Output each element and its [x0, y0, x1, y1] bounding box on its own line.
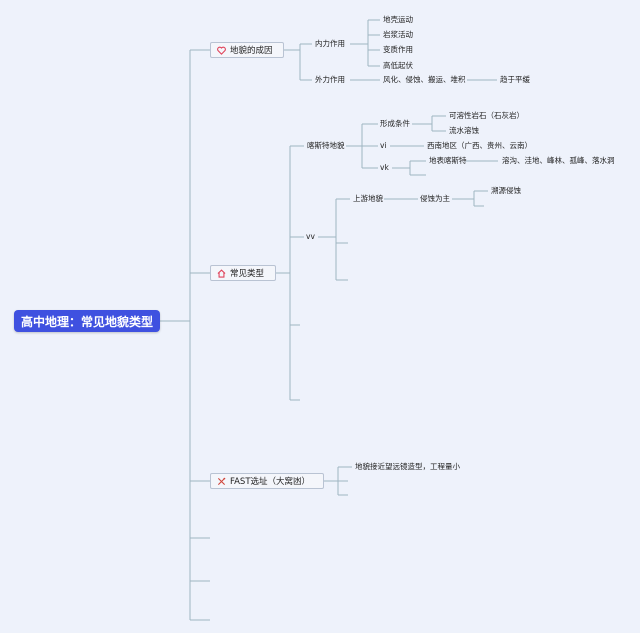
node-vv[interactable]: vv: [306, 232, 315, 241]
node-erosion[interactable]: 侵蚀为主: [420, 194, 450, 203]
topic-types[interactable]: 常见类型: [210, 265, 276, 281]
node-internal-item[interactable]: 变质作用: [383, 45, 413, 54]
node-upstream[interactable]: 上游地貌: [353, 194, 383, 203]
node-internal-item[interactable]: 岩浆活动: [383, 30, 413, 39]
topic-fast-label: FAST选址（大窝凼）: [230, 477, 311, 487]
node-vk[interactable]: vk: [380, 163, 389, 172]
node-vi-value[interactable]: 西南地区（广西、贵州、云南）: [427, 141, 532, 150]
heart-icon: [217, 46, 226, 55]
node-internal-item[interactable]: 地壳运动: [383, 15, 413, 24]
node-surface-karst-value[interactable]: 溶沟、洼地、峰林、孤峰、落水洞: [502, 156, 615, 165]
topic-cause-label: 地貌的成因: [230, 46, 273, 56]
node-external-result[interactable]: 趋于平缓: [500, 75, 530, 84]
topic-fast[interactable]: FAST选址（大窝凼）: [210, 473, 324, 489]
node-karst-condition[interactable]: 形成条件: [380, 119, 410, 128]
node-karst[interactable]: 喀斯特地貌: [307, 141, 345, 150]
node-condition-item[interactable]: 流水溶蚀: [449, 126, 479, 135]
tools-icon: [217, 477, 226, 485]
node-surface-karst[interactable]: 地表喀斯特: [429, 156, 467, 165]
node-fast-note[interactable]: 地貌接近望远镜造型，工程量小: [355, 462, 460, 471]
topic-types-label: 常见类型: [230, 269, 265, 279]
node-external-force[interactable]: 外力作用: [315, 75, 345, 84]
node-condition-item[interactable]: 可溶性岩石（石灰岩）: [449, 111, 524, 120]
node-vi[interactable]: vi: [380, 141, 387, 150]
node-internal-item[interactable]: 高低起伏: [383, 61, 413, 70]
node-headward-erosion[interactable]: 溯源侵蚀: [491, 186, 521, 195]
node-internal-force[interactable]: 内力作用: [315, 39, 345, 48]
home-icon: [217, 268, 226, 278]
topic-cause[interactable]: 地貌的成因: [210, 42, 284, 58]
root-topic[interactable]: 高中地理：常见地貌类型: [14, 310, 160, 332]
node-external-desc[interactable]: 风化、侵蚀、搬运、堆积: [383, 75, 466, 84]
